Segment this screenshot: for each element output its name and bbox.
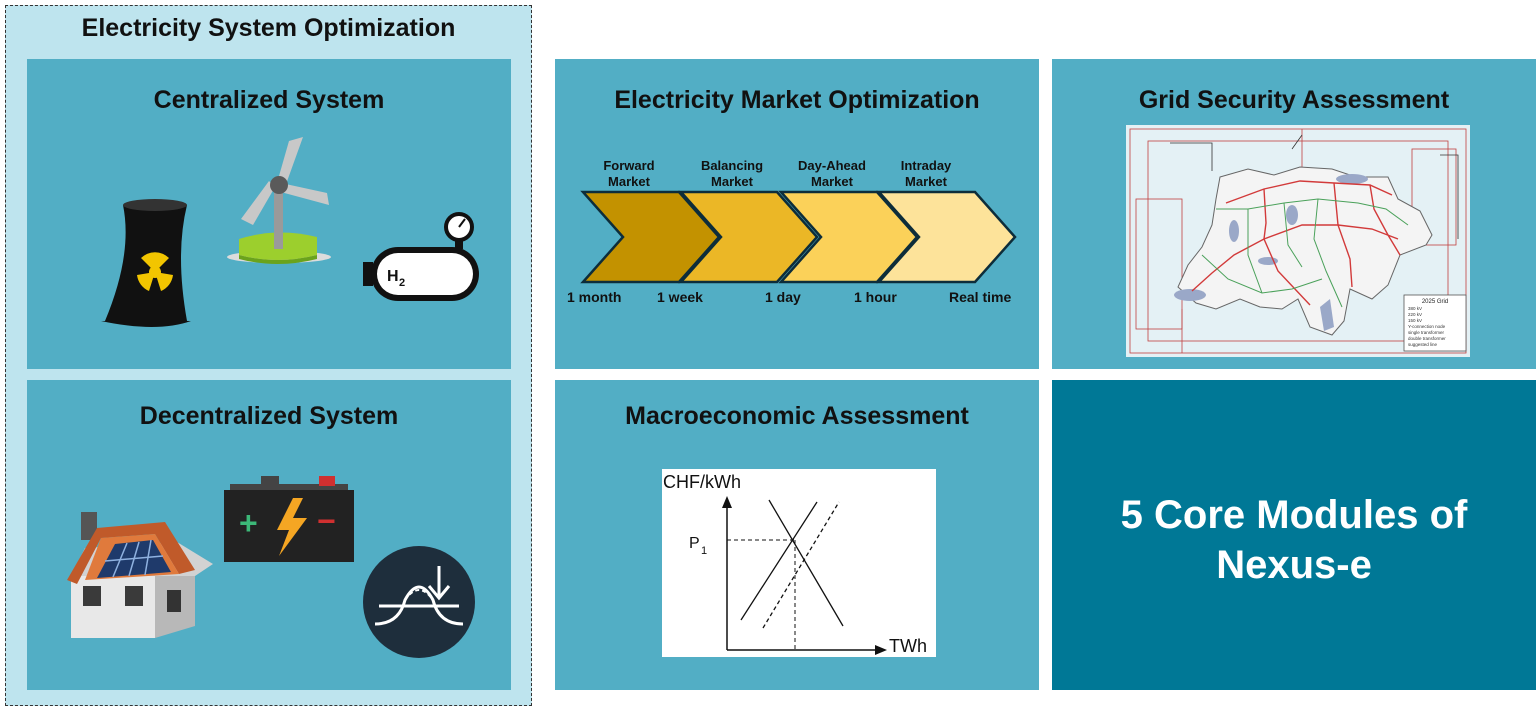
timeline-1-hour: 1 hour — [854, 289, 897, 305]
x-axis-label: TWh — [889, 636, 927, 656]
grid-legend-item: Y-connection node — [1408, 324, 1446, 329]
grid-legend-item: 380 kV — [1408, 306, 1422, 311]
grid-legend-item: 150 kV — [1408, 318, 1422, 323]
macroeconomic-title: Macroeconomic Assessment — [625, 402, 969, 430]
market-chevrons — [580, 190, 1017, 284]
wind-turbine-icon — [227, 137, 331, 264]
grid-legend-title: 2025 Grid — [1422, 299, 1448, 305]
h2-subscript: 2 — [399, 277, 405, 289]
chevron-intraday-base — [580, 190, 721, 284]
battery-minus: − — [317, 503, 336, 539]
grid-legend-item: single transformer — [1408, 330, 1445, 335]
demand-response-icon — [363, 546, 475, 658]
centralized-system-panel: Centralized System — [27, 59, 511, 369]
price-subscript: 1 — [701, 545, 707, 557]
system-optimization-title: Electricity System Optimization — [81, 14, 456, 42]
swiss-grid-map: 2025 Grid 380 kV 220 kV 150 kV Y-connect… — [1126, 125, 1470, 357]
decentralized-system-title: Decentralized System — [139, 402, 399, 430]
price-label: P — [689, 535, 700, 552]
timeline-real-time: Real time — [949, 289, 1012, 305]
grid-legend-item: suggested line — [1408, 342, 1438, 347]
battery-plus: + — [239, 505, 258, 541]
centralized-icons: H 2 — [101, 137, 479, 327]
timeline-1-day: 1 day — [765, 289, 801, 305]
decentralized-system-panel: Decentralized System — [27, 380, 511, 690]
h2-label: H — [387, 268, 399, 285]
solar-house-icon — [67, 512, 213, 638]
grid-legend-item: double transformer — [1408, 336, 1446, 341]
nuclear-plant-icon — [101, 199, 191, 327]
chevron-forward — [876, 190, 1017, 284]
supply-demand-chart: CHF/kWh TWh P 1 — [662, 469, 936, 657]
centralized-system-title: Centralized System — [153, 86, 385, 114]
core-modules-title: 5 Core Modules of Nexus-e — [1120, 493, 1468, 587]
market-optimization-title: Electricity Market Optimization — [614, 86, 980, 114]
timeline-1-month: 1 month — [567, 289, 622, 305]
chevron-balancing — [678, 190, 819, 284]
grid-security-title: Grid Security Assessment — [1138, 86, 1450, 114]
chevron-day-ahead — [778, 190, 919, 284]
battery-icon: + − — [224, 476, 354, 562]
decentralized-icons: + − — [67, 476, 475, 658]
y-axis-label: CHF/kWh — [663, 472, 741, 492]
timeline-1-week: 1 week — [657, 289, 703, 305]
core-modules-box: 5 Core Modules of Nexus-e — [1052, 380, 1536, 690]
grid-legend-item: 220 kV — [1408, 312, 1422, 317]
hydrogen-tank-icon: H 2 — [363, 212, 479, 301]
grid-security-panel: Grid Security Assessment — [1052, 59, 1536, 369]
macroeconomic-panel: Macroeconomic Assessment CHF/kWh TWh P 1 — [555, 380, 1039, 690]
